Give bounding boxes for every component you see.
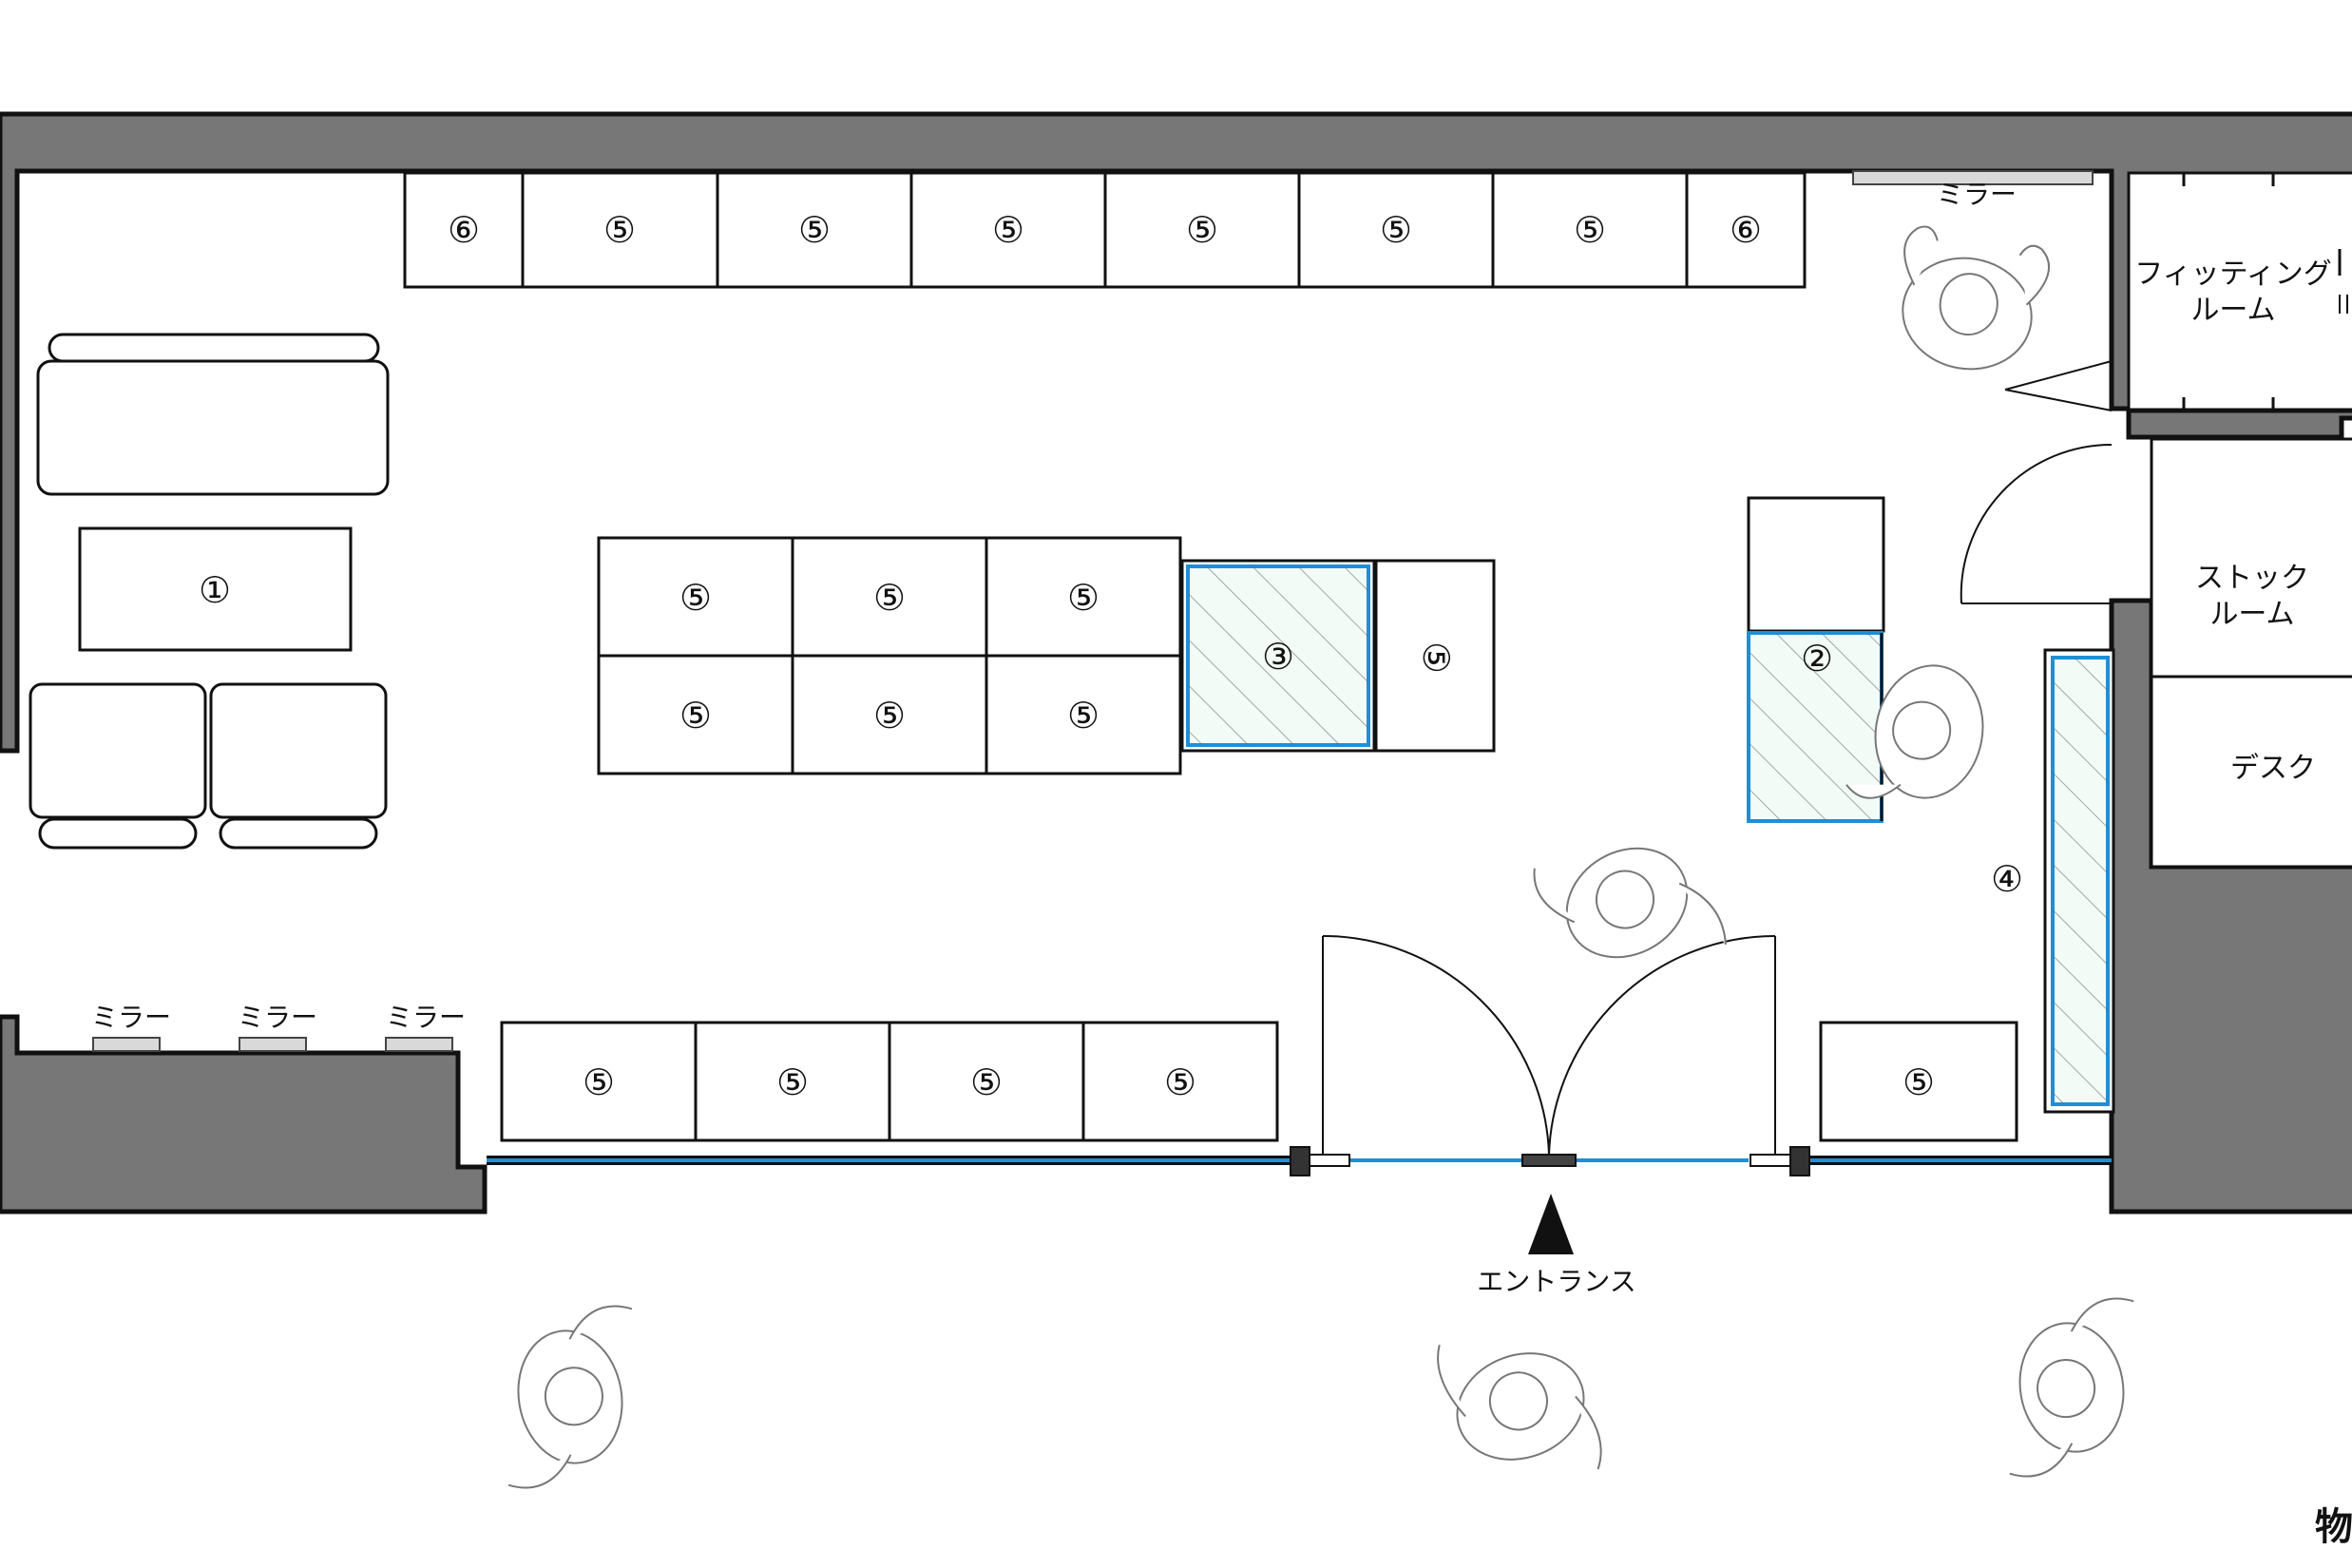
person-figure	[2009, 1297, 2134, 1478]
walls	[0, 111, 2352, 1214]
corner-cut-text: 物	[2315, 1505, 2352, 1549]
mirror-label: ミラー	[386, 1002, 466, 1033]
back-rooms: フィッティング ルーム ストック ルーム デスク	[1960, 171, 2352, 869]
mirror-top-label: ミラー	[1937, 179, 2017, 210]
marker-5: ⑤	[798, 209, 831, 251]
marker-5: ⑤	[776, 1061, 809, 1103]
marker-5: ⑤	[1164, 1061, 1196, 1103]
marker-5: ⑤	[970, 1061, 1003, 1103]
fitting-room	[2127, 171, 2352, 412]
bottom-shelf-row: ⑤ ⑤ ⑤ ⑤ ⑤	[500, 1021, 2018, 1142]
marker-5: ⑤	[679, 695, 712, 736]
person-figure	[1845, 664, 1984, 799]
person-figures	[507, 225, 2134, 1489]
marker-6-right: ⑥	[1730, 209, 1762, 251]
mirror-top	[1852, 170, 2094, 185]
marker-4: ④	[1991, 858, 2023, 900]
entrance-label: エントランス	[1477, 1266, 1635, 1297]
marker-5: ⑤	[583, 1061, 615, 1103]
marker-5: ⑤	[1067, 695, 1100, 736]
storefront	[487, 935, 2112, 1176]
marker-5: ⑤	[873, 577, 906, 619]
center-island: ⑤ ⑤ ⑤ ⑤ ⑤ ⑤ ③ ⑤	[597, 536, 1496, 775]
marker-5: ⑤	[873, 695, 906, 736]
marker-5-rotated: ⑤	[1415, 641, 1457, 674]
mirror-label: ミラー	[238, 1002, 317, 1033]
lounge-seating: ①	[29, 333, 390, 850]
bottom-left-wall	[0, 1014, 488, 1214]
wall-glass-case: ④	[1991, 648, 2115, 1114]
marker-5: ⑤	[1574, 209, 1606, 251]
person-figure	[1533, 847, 1727, 959]
marker-6-left: ⑥	[448, 209, 480, 251]
top-shelf-row: ⑥ ⑤ ⑤ ⑤ ⑤ ⑤ ⑤ ⑥	[403, 171, 1807, 289]
marker-5: ⑤	[992, 209, 1024, 251]
person-figure	[507, 1305, 633, 1489]
marker-5: ⑤	[1186, 209, 1218, 251]
fitting-room-label-1: フィッティング	[2134, 258, 2332, 291]
stock-room-label-2: ルーム	[2209, 598, 2294, 631]
stock-door-arc	[1960, 443, 2113, 604]
entrance-arrow-icon	[1528, 1194, 1574, 1254]
fitting-room-label-2: ルーム	[2190, 294, 2275, 327]
bottom-mirrors: ミラー ミラー ミラー	[91, 1002, 466, 1052]
desk-label: デスク	[2230, 752, 2316, 785]
stock-room	[2150, 437, 2352, 869]
mirror-label: ミラー	[91, 1002, 171, 1033]
marker-5: ⑤	[1067, 577, 1100, 619]
person-figure	[1437, 1345, 1602, 1470]
marker-1: ①	[199, 569, 231, 611]
marker-5: ⑤	[1380, 209, 1412, 251]
person-figure	[1902, 225, 2051, 371]
marker-5: ⑤	[679, 577, 712, 619]
marker-2: ②	[1801, 638, 1833, 679]
counter: ②	[1747, 496, 1885, 823]
marker-5: ⑤	[603, 209, 636, 251]
marker-5: ⑤	[1903, 1061, 1935, 1103]
stock-room-label-1: ストック	[2195, 562, 2309, 595]
marker-3: ③	[1262, 636, 1294, 678]
